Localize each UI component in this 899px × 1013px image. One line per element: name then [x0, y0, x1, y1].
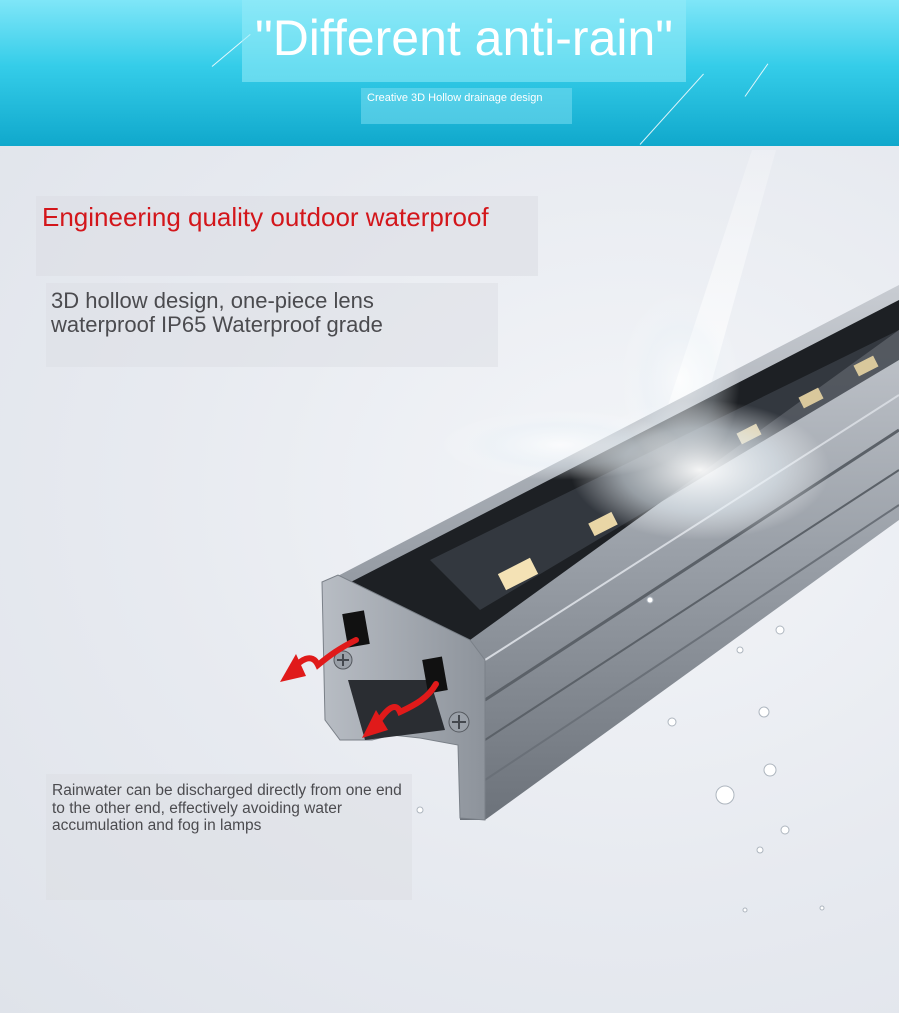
- description-box: 3D hollow design, one-piece lens waterpr…: [46, 283, 498, 367]
- header-banner: "Different anti-rain" Creative 3D Hollow…: [0, 0, 899, 146]
- led-chip: [798, 387, 824, 409]
- heading-box: Engineering quality outdoor waterproof: [36, 196, 538, 276]
- water-droplets: [416, 596, 825, 913]
- description-line: 3D hollow design, one-piece lens: [51, 288, 374, 313]
- led-chip: [497, 557, 539, 591]
- red-arrow-icon: [289, 637, 359, 673]
- led-chip: [853, 355, 879, 377]
- page-title: "Different anti-rain": [254, 10, 674, 66]
- subtitle-box: Creative 3D Hollow drainage design: [361, 88, 572, 124]
- drainage-note-box: Rainwater can be discharged directly fro…: [46, 774, 412, 900]
- drainage-note: Rainwater can be discharged directly fro…: [52, 782, 402, 834]
- description-line: waterproof IP65 Waterproof grade: [51, 312, 383, 337]
- red-arrow-icon: [375, 681, 439, 725]
- title-box: "Different anti-rain": [242, 0, 686, 82]
- red-arrow-icon: [362, 710, 388, 738]
- page-subtitle: Creative 3D Hollow drainage design: [367, 92, 543, 104]
- red-arrow-icon: [280, 654, 306, 682]
- feature-heading: Engineering quality outdoor waterproof: [42, 202, 489, 232]
